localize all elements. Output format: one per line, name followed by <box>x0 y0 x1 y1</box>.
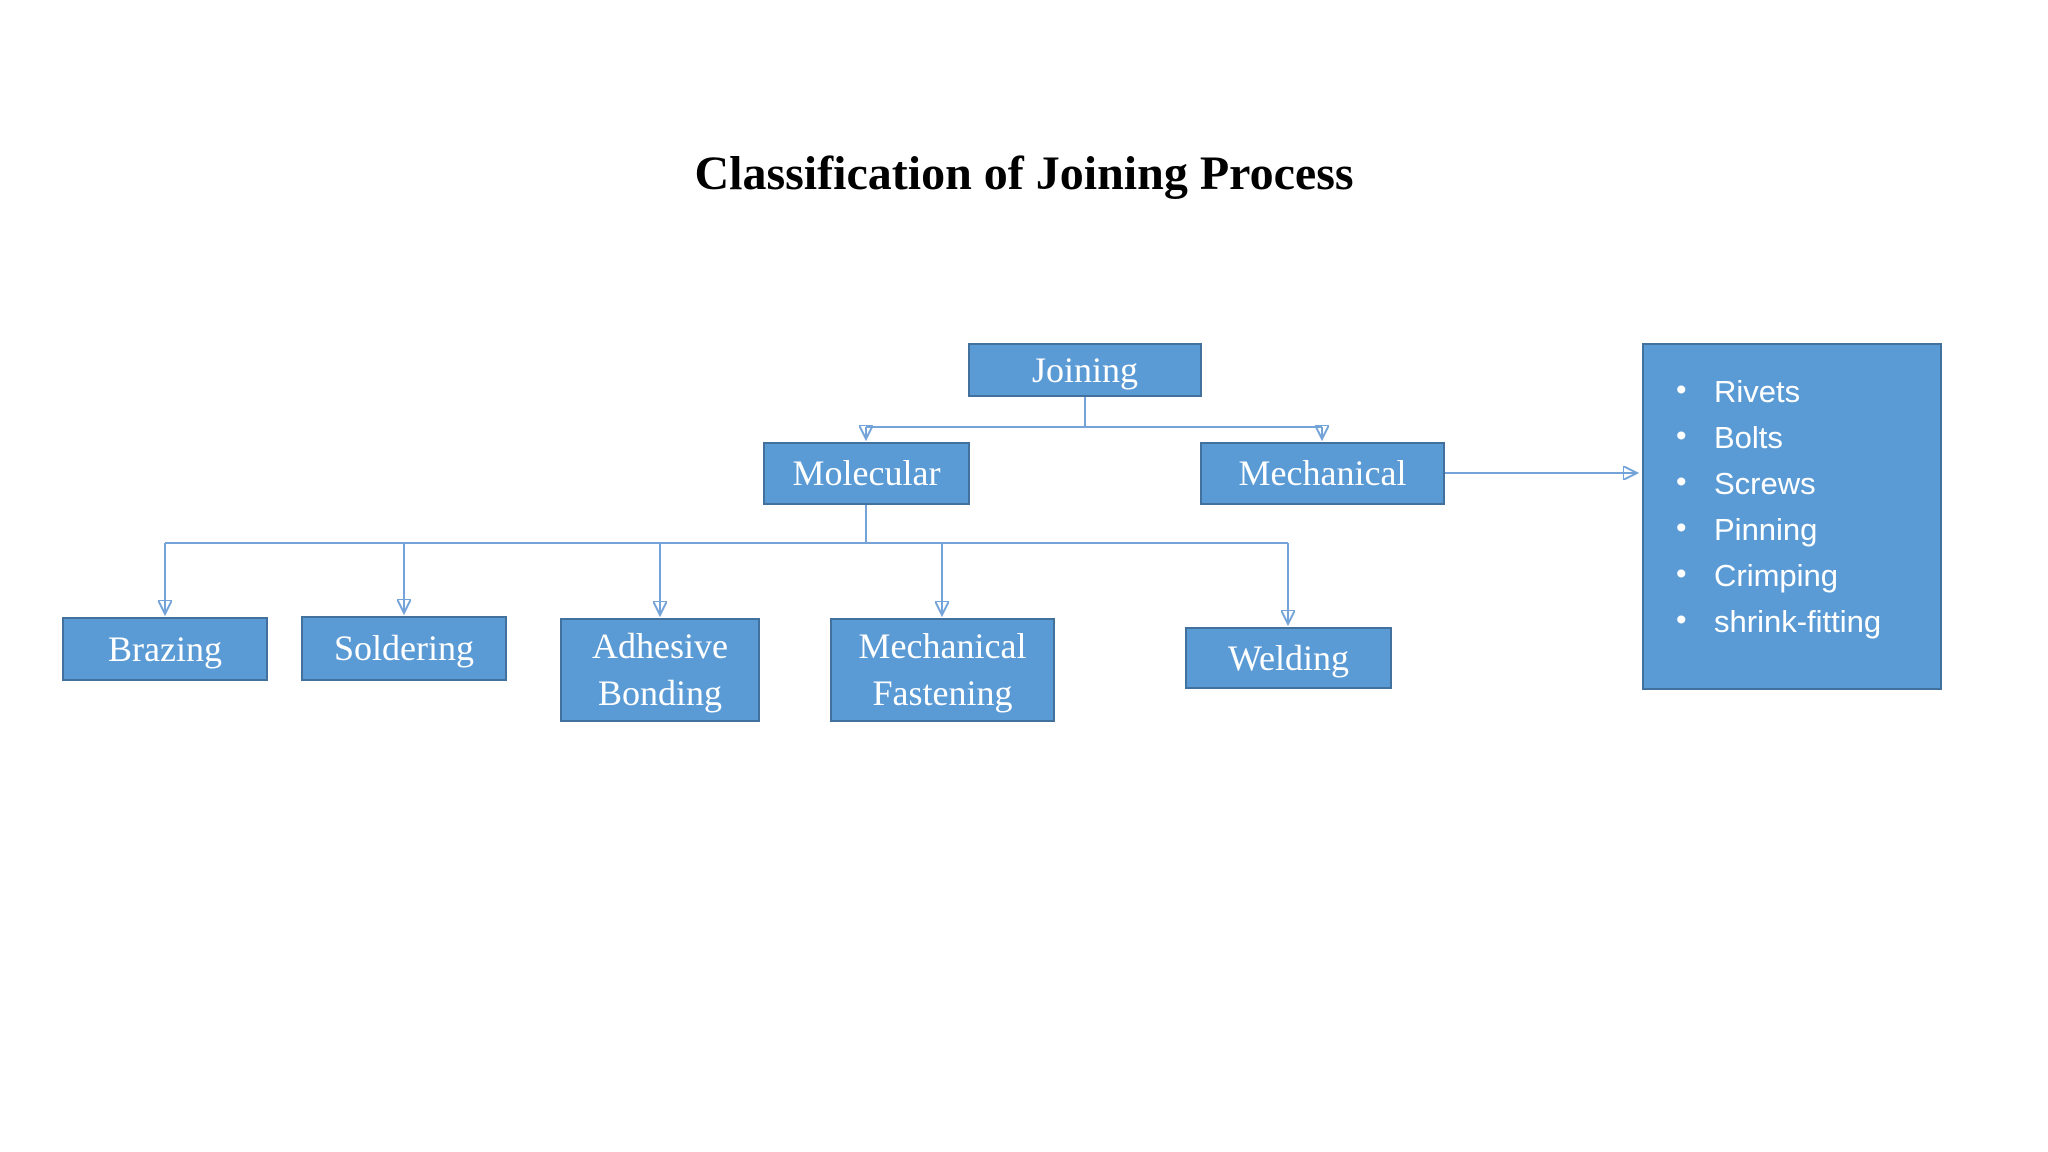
fastener-item: Rivets <box>1672 369 1940 415</box>
node-label: Adhesive Bonding <box>592 626 728 713</box>
fastener-item: Crimping <box>1672 553 1940 599</box>
fasteners-list: Rivets Bolts Screws Pinning Crimping shr… <box>1644 345 1940 645</box>
node-label: Mechanical <box>1238 453 1407 494</box>
node-adhesive-bonding: Adhesive Bonding <box>560 618 760 722</box>
node-label: Joining <box>1031 349 1138 390</box>
fasteners-list-box: Rivets Bolts Screws Pinning Crimping shr… <box>1642 343 1942 690</box>
node-mechanical: Mechanical <box>1200 442 1445 505</box>
node-label: Molecular <box>792 453 941 494</box>
node-label: Soldering <box>334 628 474 669</box>
page-title: Classification of Joining Process <box>694 147 1354 200</box>
node-welding: Welding <box>1185 627 1392 689</box>
node-molecular: Molecular <box>763 442 970 505</box>
fastener-item: Pinning <box>1672 507 1940 553</box>
fastener-item: Screws <box>1672 461 1940 507</box>
node-joining: Joining <box>968 343 1202 397</box>
node-mechanical-fastening: Mechanical Fastening <box>830 618 1055 722</box>
node-soldering: Soldering <box>301 616 507 681</box>
node-brazing: Brazing <box>62 617 268 681</box>
node-label: Brazing <box>108 628 222 669</box>
node-label: Mechanical Fastening <box>858 626 1027 713</box>
fastener-item: Bolts <box>1672 415 1940 461</box>
fastener-item: shrink-fitting <box>1672 599 1940 645</box>
node-label: Welding <box>1227 637 1350 678</box>
